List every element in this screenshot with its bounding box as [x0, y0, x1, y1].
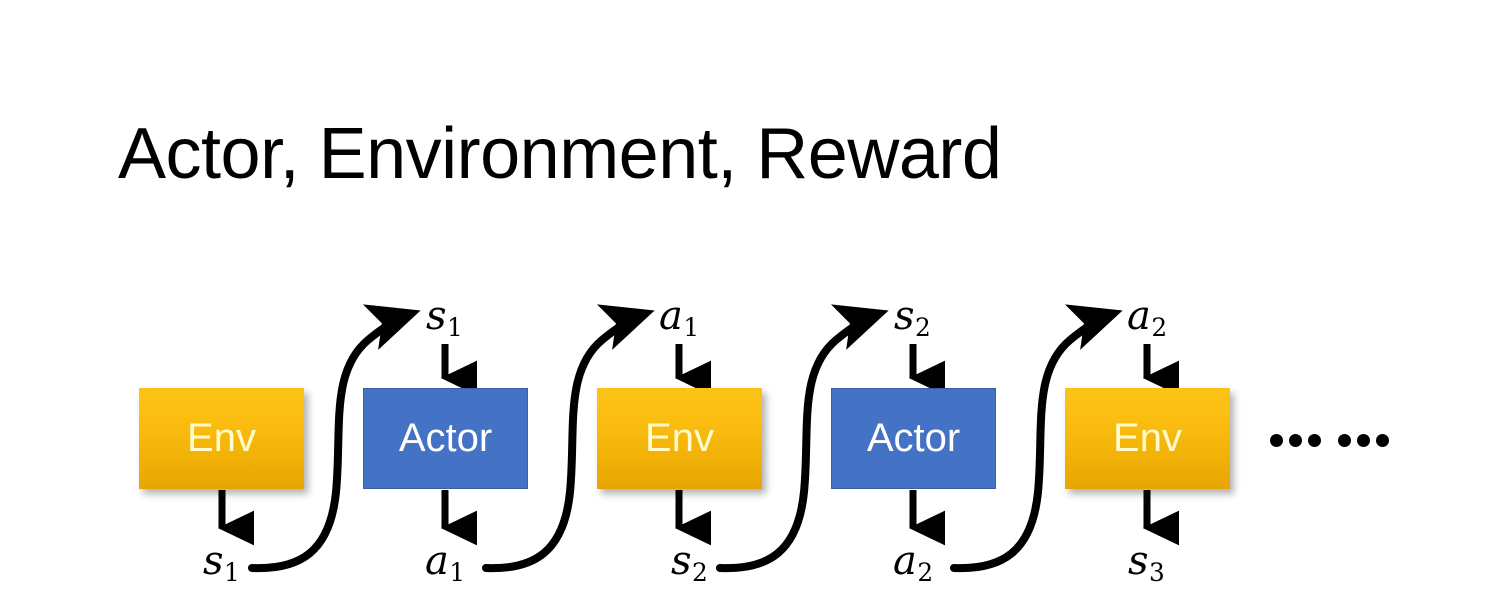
- symbol-base: s: [894, 293, 915, 339]
- ellipsis-dot: [1289, 434, 1302, 447]
- symbol-subscript: 1: [683, 312, 700, 342]
- node-label: Actor: [866, 415, 961, 460]
- symbol-base: a: [659, 293, 683, 339]
- symbol-base: s: [203, 538, 224, 584]
- symbol-base: a: [1127, 293, 1151, 339]
- node-label: Env: [187, 415, 256, 460]
- connector-s1: [248, 304, 421, 573]
- symbol-base: s: [426, 293, 447, 339]
- symbol-top-s2: s2: [894, 296, 931, 341]
- connector-s2: [716, 304, 889, 573]
- symbol-bottom-s2: s2: [671, 541, 708, 586]
- symbol-bottom-a2: a2: [893, 541, 933, 586]
- symbol-base: a: [893, 538, 917, 584]
- ellipsis-dot: [1357, 434, 1370, 447]
- symbol-base: a: [425, 538, 449, 584]
- symbol-subscript: 1: [447, 312, 463, 342]
- symbol-bottom-a1: a1: [425, 541, 465, 586]
- node-actor-1[interactable]: Actor: [363, 388, 528, 489]
- ellipsis-dot: [1270, 434, 1283, 447]
- symbol-base: s: [1128, 538, 1149, 584]
- symbol-subscript: 3: [1149, 557, 1165, 587]
- symbol-subscript: 1: [449, 557, 466, 587]
- symbol-bottom-s1: s1: [203, 541, 240, 586]
- ellipsis-dot: [1338, 434, 1351, 447]
- symbol-bottom-s3: s3: [1128, 541, 1165, 586]
- ellipsis-dot: [1308, 434, 1321, 447]
- symbol-subscript: 2: [917, 557, 934, 587]
- node-label: Env: [1113, 415, 1182, 460]
- symbol-subscript: 1: [224, 557, 240, 587]
- symbol-subscript: 2: [915, 312, 931, 342]
- node-actor-2[interactable]: Actor: [831, 388, 996, 489]
- symbol-base: s: [671, 538, 692, 584]
- connector-a2: [950, 304, 1123, 573]
- node-env-2[interactable]: Env: [597, 388, 762, 489]
- symbol-subscript: 2: [692, 557, 708, 587]
- page-title: Actor, Environment, Reward: [118, 114, 1002, 194]
- symbol-subscript: 2: [1151, 312, 1168, 342]
- continuation-ellipsis-icon: [1270, 434, 1389, 447]
- symbol-top-a1: a1: [659, 296, 699, 341]
- node-label: Actor: [398, 415, 493, 460]
- node-env-3[interactable]: Env: [1065, 388, 1230, 489]
- ellipsis-dot: [1376, 434, 1389, 447]
- node-env-1[interactable]: Env: [139, 388, 304, 489]
- symbol-top-s1: s1: [426, 296, 463, 341]
- connector-a1: [482, 304, 655, 573]
- symbol-top-a2: a2: [1127, 296, 1167, 341]
- node-label: Env: [645, 415, 714, 460]
